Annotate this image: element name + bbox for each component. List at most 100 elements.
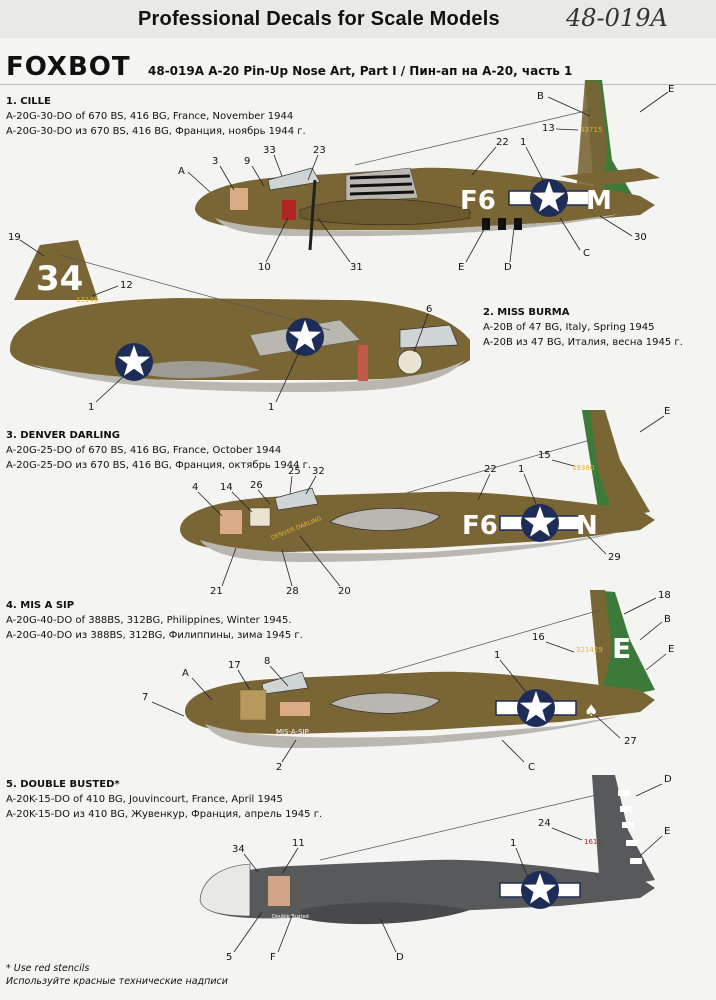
profile-line-en: A-20G-25-DO of 670 BS, 416 BG, France, O… xyxy=(6,445,282,456)
callout-label: 8 xyxy=(264,656,270,667)
nose-art-emblem xyxy=(397,349,423,375)
callout-label: 1 xyxy=(88,402,94,413)
wing-root xyxy=(329,507,441,531)
callout-label: 31 xyxy=(350,262,363,273)
profile-name: 2. MISS BURMA xyxy=(483,307,570,318)
brand-logo: FOXBOT xyxy=(6,52,131,82)
divider xyxy=(0,84,716,85)
engine-nacelle xyxy=(300,902,470,925)
tail-number: 321429 xyxy=(576,646,603,654)
nose-art-pinup xyxy=(220,510,242,534)
profile-caption-1: 1. CILLE A-20G-30-DO of 670 BS, 416 BG, … xyxy=(6,94,306,139)
callout-label: 2 xyxy=(276,762,282,773)
callout-label: 13 xyxy=(542,123,555,134)
callout-label: 22 xyxy=(484,464,497,475)
profile-name: 1. CILLE xyxy=(6,96,51,107)
callout-label: 6 xyxy=(426,304,432,315)
tail-number: 33715 xyxy=(580,126,602,134)
callout-label: 16 xyxy=(532,632,545,643)
nose-art-pinup xyxy=(268,876,290,906)
callout-label: 27 xyxy=(624,736,637,747)
callout-label: 11 xyxy=(292,838,305,849)
profile-caption-2: 2. MISS BURMA A-20B of 47 BG, Italy, Spr… xyxy=(483,305,683,350)
callout-label: 26 xyxy=(250,480,263,491)
callout-label: E xyxy=(664,406,670,417)
profile-line-en: A-20G-40-DO of 388BS, 312BG, Philippines… xyxy=(6,615,292,626)
underside xyxy=(215,214,620,237)
profile-name: 3. DENVER DARLING xyxy=(6,430,120,441)
glazed-nose xyxy=(199,863,251,917)
callout-label: 29 xyxy=(608,552,621,563)
callout-label: D xyxy=(504,262,512,273)
aircraft-profile-denver-darling: DENVER DARLING F6 N 39380 xyxy=(180,410,655,562)
underside xyxy=(205,716,620,748)
engine-nacelle xyxy=(299,198,471,226)
callout-label: 33 xyxy=(263,145,276,156)
profile-caption-5: 5. DOUBLE BUSTED* A-20K-15-DO of 410 BG,… xyxy=(6,777,322,822)
callout-label: 19 xyxy=(8,232,21,243)
callout-label: 10 xyxy=(258,262,271,273)
callout-label: 5 xyxy=(226,952,232,963)
callout-label: 1 xyxy=(518,464,524,475)
tail-number: 39380 xyxy=(572,464,594,472)
callout-label: 12 xyxy=(120,280,133,291)
callout-label: 24 xyxy=(538,818,551,829)
profile-name: 4. MIS A SIP xyxy=(6,600,75,611)
profile-caption-4: 4. MIS A SIP A-20G-40-DO of 388BS, 312BG… xyxy=(6,598,303,643)
callout-label: 34 xyxy=(232,844,245,855)
profile-line-ru: A-20K-15-DO из 410 BG, Жувенкур, Франция… xyxy=(6,809,323,820)
red-panel xyxy=(358,345,368,381)
callout-label: A xyxy=(182,668,189,679)
callout-label: E xyxy=(458,262,464,273)
wing-root xyxy=(329,692,441,714)
callout-label: A xyxy=(178,166,185,177)
antenna-wire xyxy=(354,109,591,166)
footnote: * Use red stencils Используйте красные т… xyxy=(6,962,228,988)
callouts: A 3 9 33 23 22 1 B 13 E 10 31 E D C 30 1… xyxy=(8,84,674,963)
callout-label: D xyxy=(396,952,404,963)
underside xyxy=(30,360,465,392)
antenna-wire xyxy=(319,794,597,861)
callout-label: 9 xyxy=(244,156,250,167)
callout-label: 4 xyxy=(192,482,198,493)
tail-number: 1611 xyxy=(584,838,602,846)
callout-label: 1 xyxy=(510,838,516,849)
individual-letter: M xyxy=(586,186,612,216)
individual-letter: N xyxy=(576,511,598,541)
propeller xyxy=(308,179,317,251)
profile-line-en: A-20B of 47 BG, Italy, Spring 1945 xyxy=(483,322,655,333)
fuselage-code: F6 xyxy=(462,511,498,541)
callout-label: 18 xyxy=(658,590,671,601)
profile-caption-3: 3. DENVER DARLING A-20G-25-DO of 670 BS,… xyxy=(6,428,311,473)
nose-art-text: MIS-A-SIP xyxy=(276,728,309,736)
callout-label: 23 xyxy=(313,145,326,156)
profile-name: 5. DOUBLE BUSTED* xyxy=(6,779,120,790)
tail-fin-olive xyxy=(590,590,612,700)
callout-label: 15 xyxy=(538,450,551,461)
national-insignia xyxy=(115,343,153,381)
callout-label: E xyxy=(664,826,670,837)
profile-line-ru: A-20G-30-DO из 670 BS, 416 BG, Франция, … xyxy=(6,126,306,137)
profile-line-ru: A-20B из 47 BG, Италия, весна 1945 г. xyxy=(483,337,683,348)
canopy xyxy=(399,324,459,349)
nose-art-emblem xyxy=(282,200,296,220)
tail-fin-green xyxy=(582,410,612,520)
nose-stencil xyxy=(249,507,271,527)
callout-label: 25 xyxy=(288,466,301,477)
callout-label: C xyxy=(583,248,590,259)
antenna-wire xyxy=(359,609,601,681)
page-title: Professional Decals for Scale Models xyxy=(138,8,500,30)
profile-line-en: A-20G-30-DO of 670 BS, 416 BG, France, N… xyxy=(6,111,294,122)
callout-label: D xyxy=(664,774,672,785)
callout-label: 28 xyxy=(286,586,299,597)
nose-art-pinup xyxy=(230,188,248,210)
callout-label: 30 xyxy=(634,232,647,243)
spade-emblem: ♠ xyxy=(584,701,598,720)
callout-label: E xyxy=(668,644,674,655)
nose-art-text: Double Busted xyxy=(272,914,309,920)
aircraft-profile-mis-a-sip: MIS-A-SIP ♠ E 321429 xyxy=(185,590,655,748)
canopy xyxy=(274,487,319,511)
callout-label: 1 xyxy=(494,650,500,661)
profile-line-en: A-20K-15-DO of 410 BG, Jouvincourt, Fran… xyxy=(6,794,283,805)
